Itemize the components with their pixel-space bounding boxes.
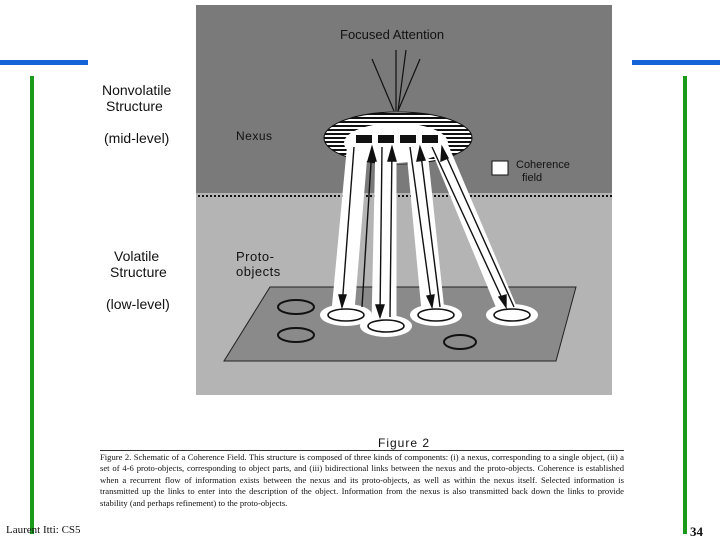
mid-level-label: (mid-level) (104, 130, 170, 146)
nexus-nodes (356, 135, 438, 143)
figure-caption: Figure 2. Schematic of a Coherence Field… (100, 452, 624, 508)
coherence-field-swatch (491, 160, 509, 176)
low-level-label: (low-level) (106, 296, 170, 312)
coherence-field-figure: Focused Attention Nexus Coherence field … (196, 5, 612, 395)
volatile-label-2: Structure (110, 264, 167, 280)
author-footer: Laurent Itti: CS5 (6, 524, 81, 536)
volatile-label-1: Volatile (114, 248, 160, 264)
page-number: 34 (690, 524, 703, 539)
figure-label: Figure 2 (378, 436, 431, 450)
coherence-field-label-2: field (522, 172, 543, 184)
coherence-field-diagram (196, 5, 612, 395)
caption-rule (100, 450, 624, 451)
proto-objects-label-1: Proto- (236, 249, 275, 264)
top-right-blue-bar (632, 60, 720, 65)
top-left-blue-bar (0, 60, 88, 65)
nonvolatile-label-2: Structure (106, 98, 163, 114)
attention-arrows (371, 49, 421, 112)
coherent-proto-objects (320, 304, 538, 337)
coherence-field-label-1: Coherence (516, 159, 570, 171)
right-green-bar (683, 76, 687, 534)
proto-objects-label-2: objects (236, 264, 281, 279)
nonvolatile-label-1: Nonvolatile (102, 82, 172, 98)
bidirectional-link-lines (338, 144, 515, 320)
nexus-label: Nexus (236, 129, 273, 143)
focused-attention-label: Focused Attention (340, 27, 445, 42)
unattached-proto-objects (277, 299, 477, 350)
left-green-bar (30, 76, 34, 534)
